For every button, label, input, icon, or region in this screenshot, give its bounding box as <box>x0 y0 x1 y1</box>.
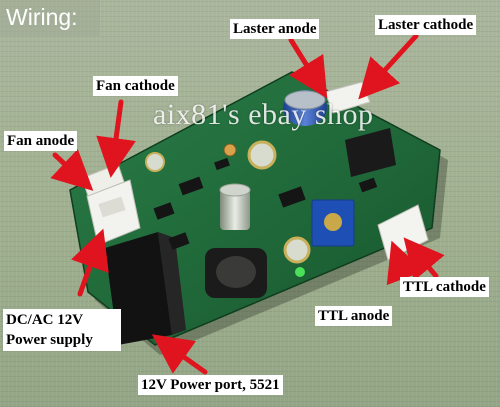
label-laser-anode: Laster anode <box>230 19 320 39</box>
label-power-port: 12V Power port, 5521 <box>138 375 283 395</box>
silver-capacitor <box>220 190 250 230</box>
mount-hole <box>283 236 311 264</box>
trim-pot-small <box>223 143 237 157</box>
power-transistor <box>345 128 396 177</box>
label-fan-anode: Fan anode <box>4 131 78 151</box>
label-fan-cathode: Fan cathode <box>93 76 178 96</box>
label-ttl-cathode: TTL cathode <box>400 277 489 297</box>
label-ttl-anode: TTL anode <box>315 306 393 326</box>
page-title: Wiring: <box>0 0 100 36</box>
dc-power-jack <box>105 232 172 345</box>
green-led <box>295 267 305 277</box>
watermark: aix81's ebay shop <box>153 98 374 131</box>
mount-hole <box>247 140 277 170</box>
label-laser-cathode: Laster cathode <box>375 15 477 35</box>
label-power-supply: DC/AC 12V Power supply <box>3 309 121 351</box>
annotation-arrows <box>50 33 445 375</box>
smd-components <box>153 157 378 250</box>
mount-hole <box>145 152 165 172</box>
